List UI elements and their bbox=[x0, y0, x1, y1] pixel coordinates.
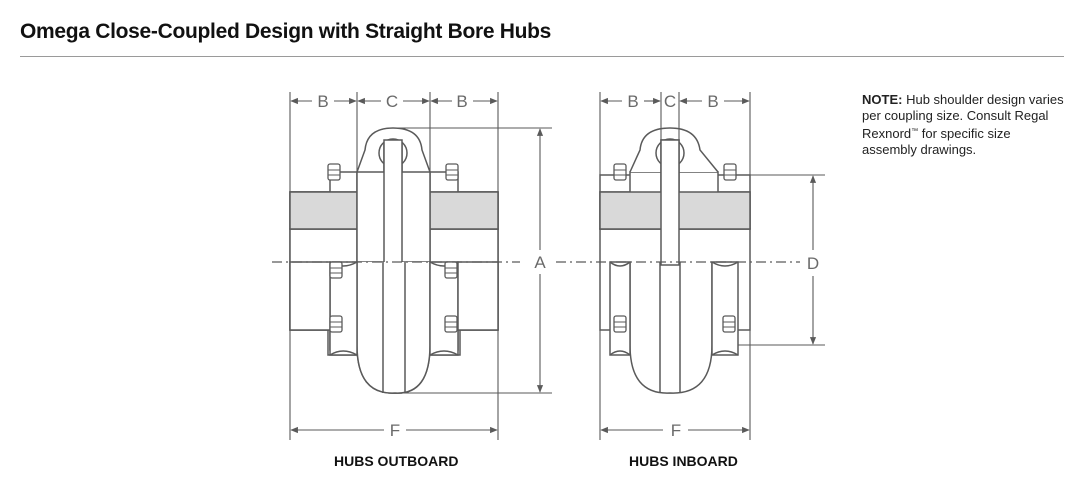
note-label: NOTE: bbox=[862, 92, 903, 107]
page-title: Omega Close-Coupled Design with Straight… bbox=[20, 20, 552, 43]
note-text: NOTE: Hub shoulder design varies per cou… bbox=[862, 92, 1067, 158]
dim-c-left: C bbox=[386, 92, 398, 111]
caption-hubs-outboard: HUBS OUTBOARD bbox=[334, 453, 459, 469]
dimension-labels: B C B F A B C B F D bbox=[317, 92, 819, 440]
dim-f-left: F bbox=[390, 421, 400, 440]
hubs-outboard-drawing bbox=[289, 127, 499, 394]
dimension-lines bbox=[289, 92, 825, 440]
dim-d: D bbox=[807, 254, 819, 273]
note-body-1: Hub shoulder design varies per coupling … bbox=[862, 92, 1064, 141]
dim-a: A bbox=[534, 253, 546, 272]
hubs-inboard-drawing bbox=[599, 127, 751, 394]
title-divider bbox=[20, 56, 1064, 57]
dim-b-left-2: B bbox=[456, 92, 467, 111]
caption-hubs-inboard: HUBS INBOARD bbox=[629, 453, 738, 469]
dim-b-right-2: B bbox=[707, 92, 718, 111]
dim-f-right: F bbox=[671, 421, 681, 440]
dim-b-right-1: B bbox=[627, 92, 638, 111]
trademark-mark: ™ bbox=[911, 128, 919, 135]
dim-c-right: C bbox=[664, 92, 676, 111]
note-body-2: for specific size assembly drawings. bbox=[862, 126, 1011, 157]
dim-b-left-1: B bbox=[317, 92, 328, 111]
